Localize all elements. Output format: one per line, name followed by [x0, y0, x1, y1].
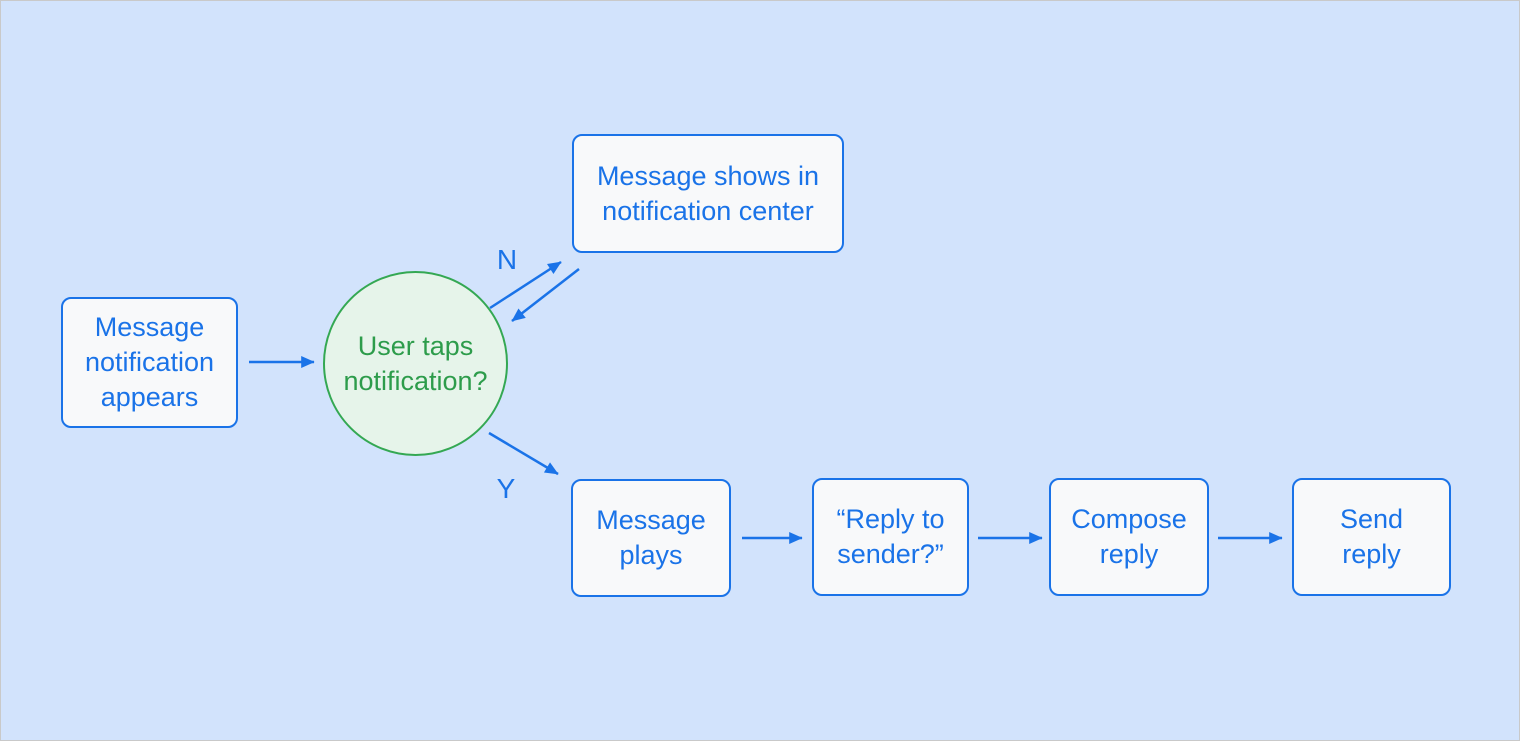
node-send-reply: Send reply: [1292, 478, 1451, 596]
node-message-notification-appears: Message notification appears: [61, 297, 238, 428]
node-message-shows-in-notification-center: Message shows in notification center: [572, 134, 844, 253]
edge-label-yes: Y: [496, 473, 516, 504]
node-compose-reply: Compose reply: [1049, 478, 1209, 596]
decision-user-taps-notification: User taps notification?: [323, 271, 508, 456]
node-message-plays: Message plays: [571, 479, 731, 597]
arrow-decision-to-message-plays: [488, 431, 559, 476]
node-reply-to-sender: “Reply to sender?”: [812, 478, 969, 596]
arrow-notification-center-to-decision: [511, 268, 580, 322]
edge-label-no: N: [496, 244, 518, 275]
